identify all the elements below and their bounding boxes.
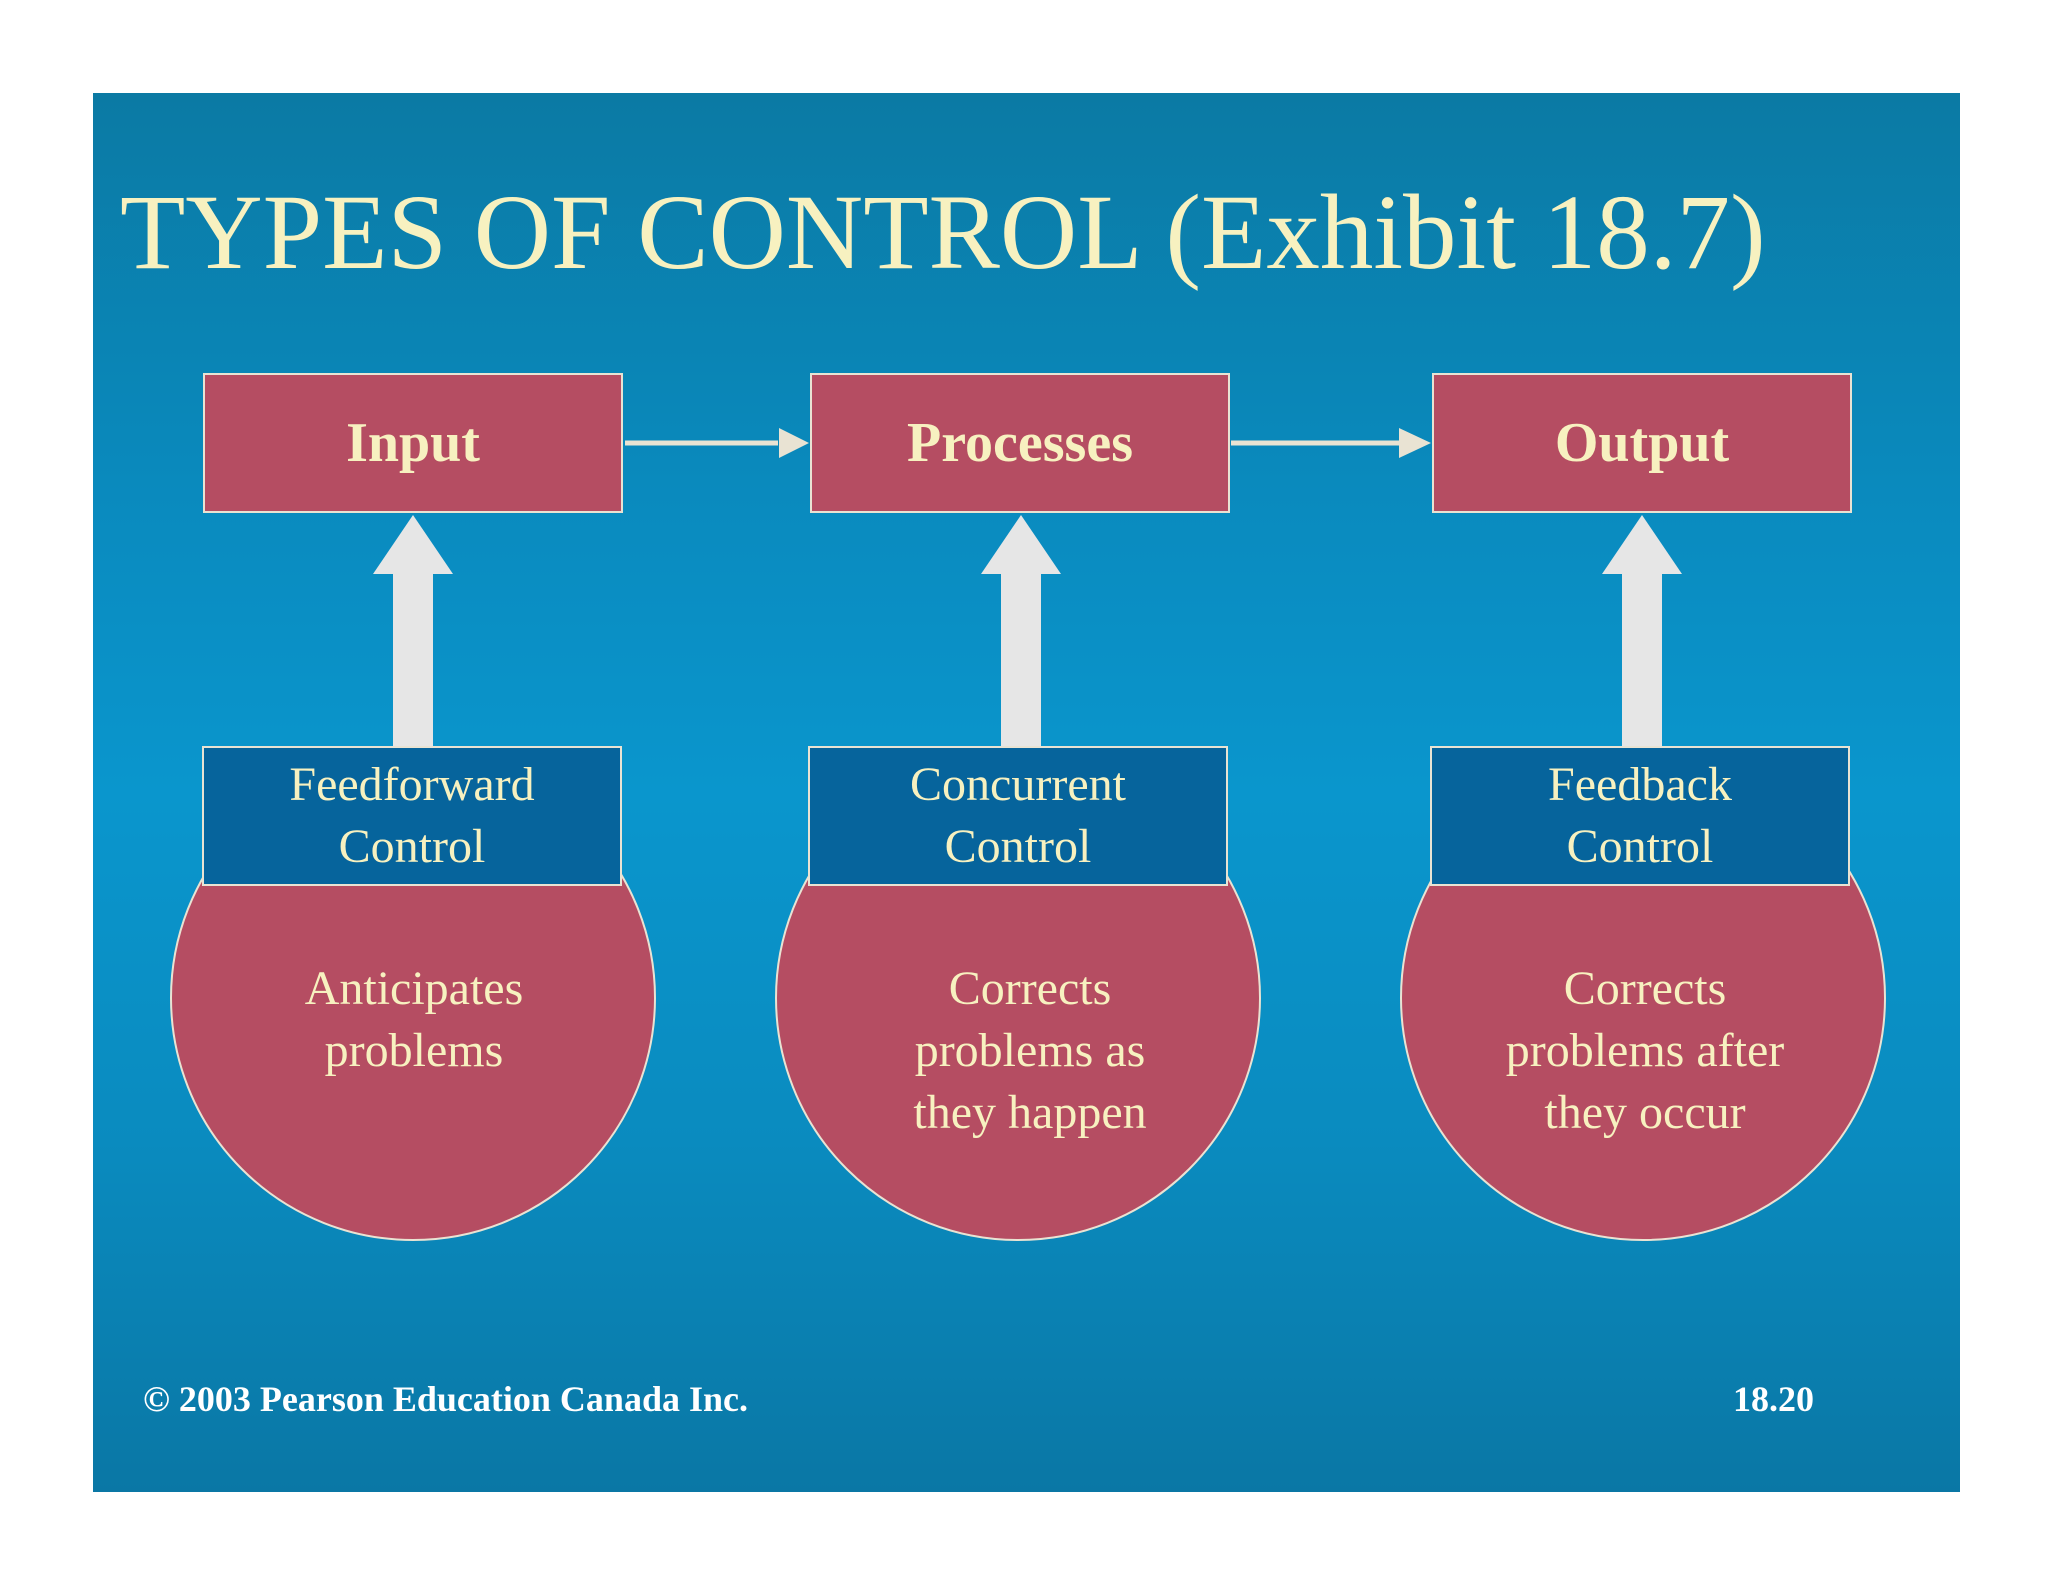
arrow-feedback-to-output [1602, 515, 1682, 747]
stage-box-processes: Processes [810, 373, 1230, 513]
arrow-concurrent-to-processes [981, 515, 1061, 747]
stage-label: Output [1554, 412, 1730, 474]
control-label: Feedback Control [1548, 758, 1732, 873]
stage-box-input: Input [203, 373, 623, 513]
stage-label: Input [346, 412, 480, 474]
control-box-feedback: Feedback Control [1430, 746, 1850, 886]
control-description-feedforward: Anticipates problems [304, 962, 524, 1077]
arrow-input-to-processes [625, 428, 809, 458]
arrow-processes-to-output [1231, 428, 1431, 458]
arrow-feedforward-to-input [373, 515, 453, 747]
footer-page-number: 18.20 [1733, 1379, 1814, 1419]
control-box-feedforward: Feedforward Control [202, 746, 622, 886]
slide-title: TYPES OF CONTROL (Exhibit 18.7) [120, 174, 1766, 292]
stage-box-output: Output [1432, 373, 1852, 513]
footer-copyright: © 2003 Pearson Education Canada Inc. [143, 1379, 748, 1419]
control-box-concurrent: Concurrent Control [808, 746, 1228, 886]
stage-label: Processes [907, 412, 1133, 474]
control-label: Concurrent Control [910, 758, 1126, 873]
slide: TYPES OF CONTROL (Exhibit 18.7) [93, 93, 1960, 1492]
control-description-feedback: Corrects problems after they occur [1505, 962, 1785, 1139]
control-description-concurrent: Corrects problems as they happen [913, 962, 1147, 1139]
control-label: Feedforward Control [289, 758, 535, 873]
